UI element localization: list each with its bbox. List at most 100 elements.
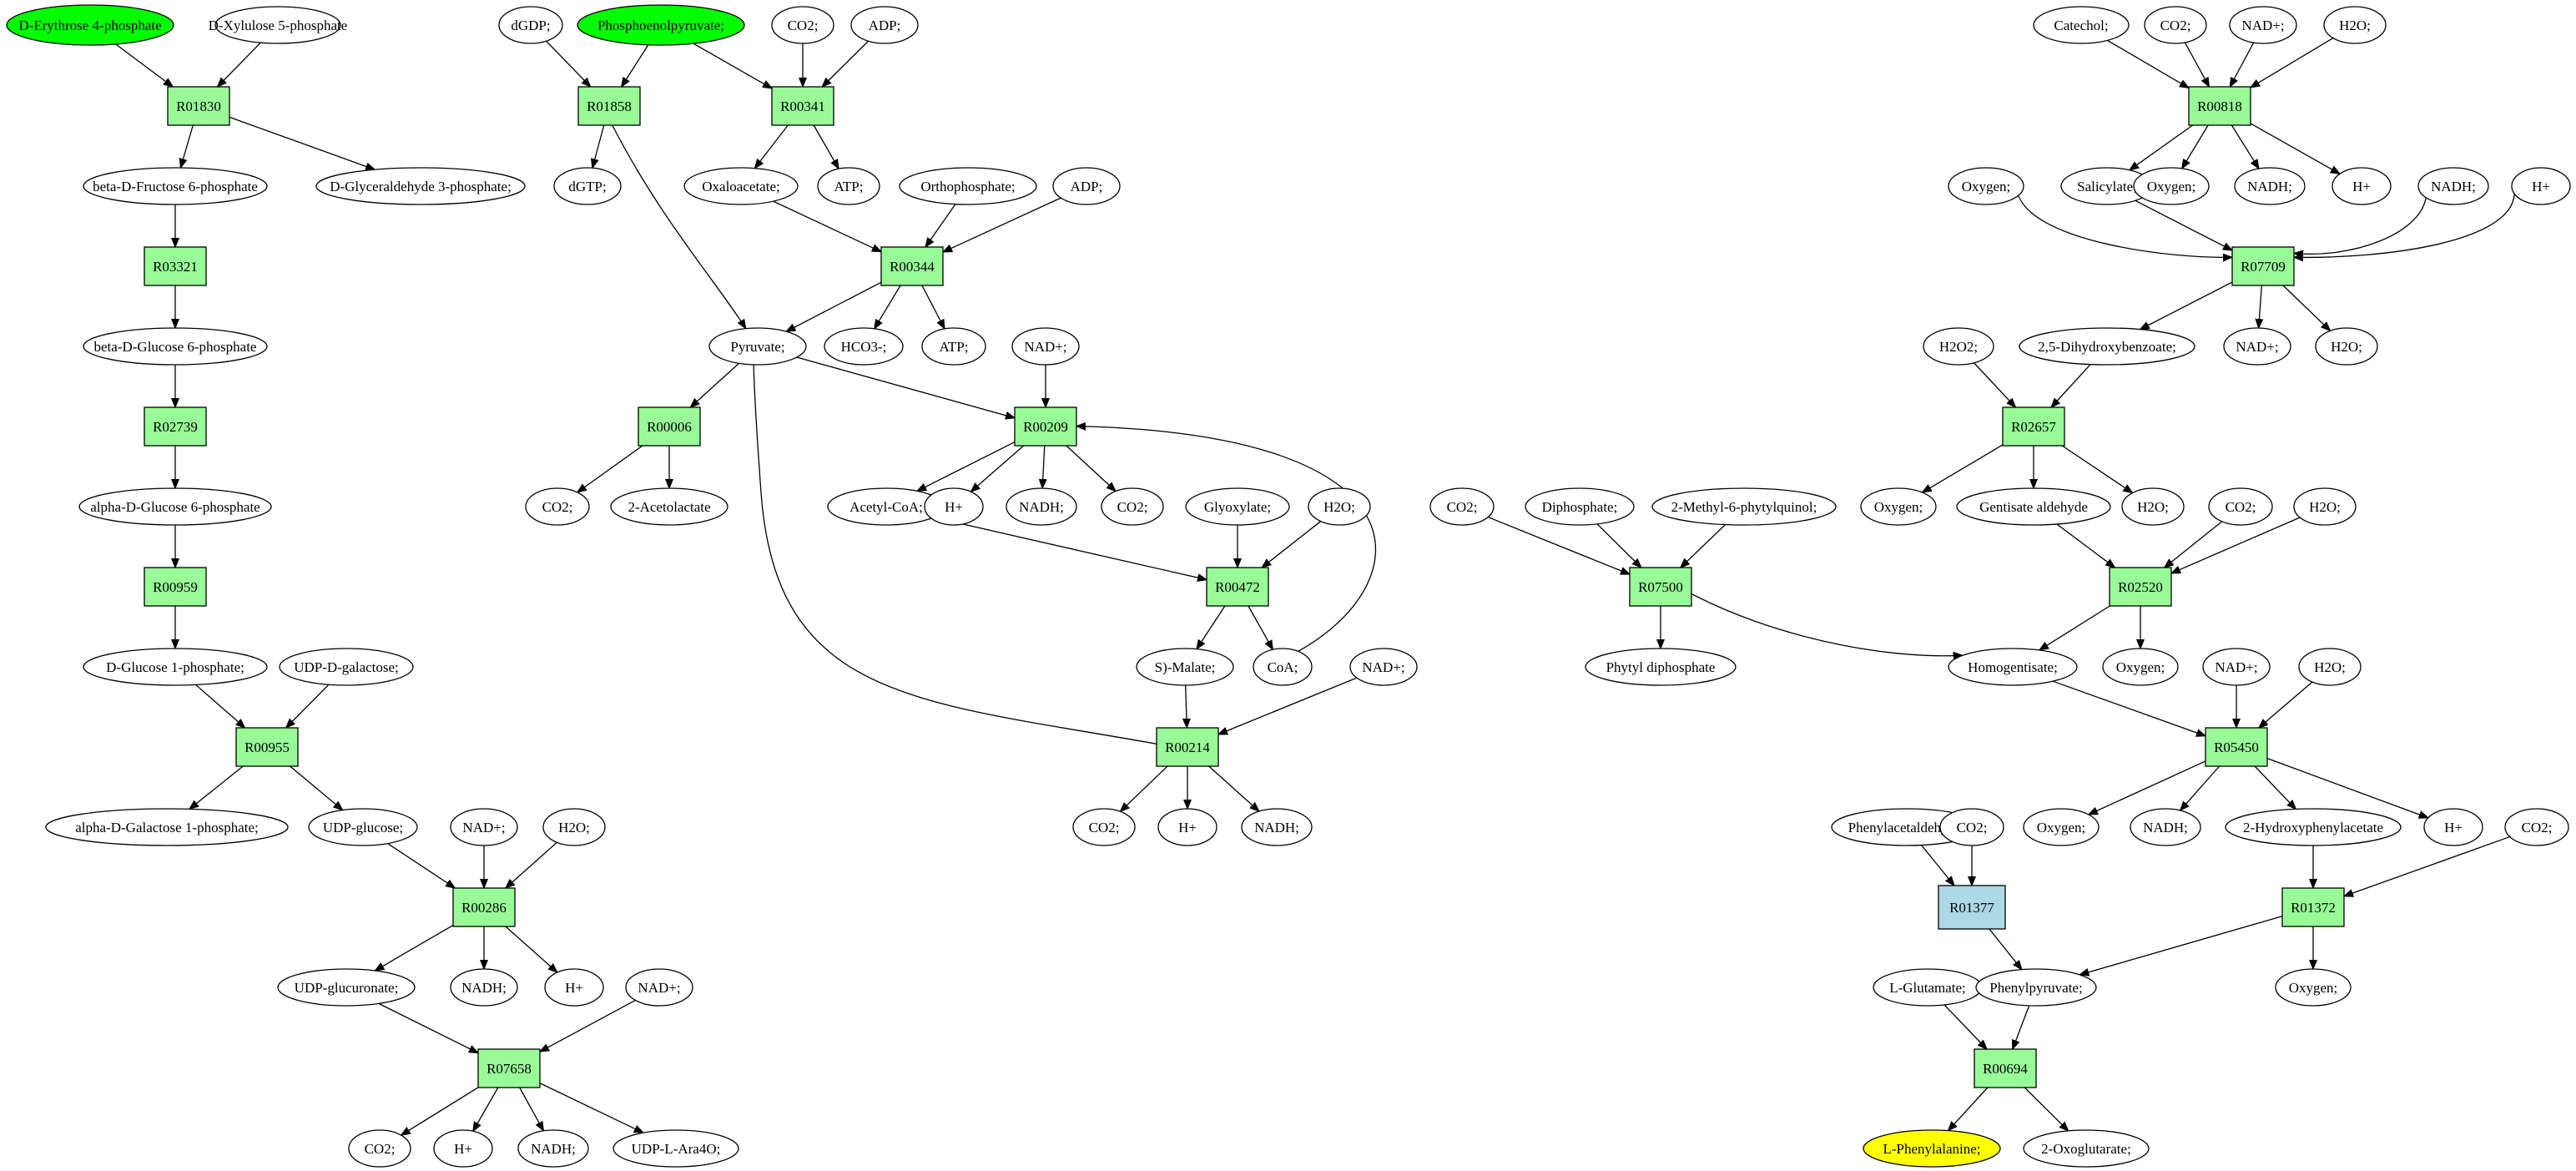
compound-node-m_phytpp[interactable]: Phytyl diphosphate (1585, 648, 1737, 686)
compound-node-m_h_f[interactable]: H+ (2511, 167, 2571, 205)
compound-node-m_nad_f[interactable]: NAD+; (2223, 327, 2291, 366)
compound-node-m_catechol[interactable]: Catechol; (2033, 6, 2130, 44)
compound-node-m_h2o_b[interactable]: H2O; (1308, 487, 1371, 526)
reaction-node-r_R00006[interactable]: R00006 (638, 406, 701, 447)
reaction-node-r_R00286[interactable]: R00286 (452, 887, 516, 927)
compound-node-m_co2_a[interactable]: CO2; (348, 1129, 411, 1168)
compound-node-m_nadh_f[interactable]: NADH; (2417, 167, 2489, 205)
compound-node-m_nadh_d[interactable]: NADH; (1241, 808, 1313, 846)
reaction-node-r_R01830[interactable]: R01830 (167, 86, 230, 126)
reaction-node-r_R02520[interactable]: R02520 (2109, 567, 2172, 607)
compound-node-m_o2_d[interactable]: Oxygen; (2102, 648, 2179, 686)
reaction-node-r_R07500[interactable]: R07500 (1629, 567, 1692, 607)
compound-node-m_co2_b[interactable]: CO2; (771, 6, 834, 44)
compound-node-m_bfru6p[interactable]: beta-D-Fructose 6-phosphate (83, 167, 268, 205)
compound-node-m_co2_g[interactable]: CO2; (2144, 6, 2207, 44)
compound-node-m_udpgal[interactable]: UDP-D-galactose; (279, 648, 414, 686)
compound-node-m_hco3[interactable]: HCO3-; (824, 327, 904, 366)
compound-node-m_o2_f[interactable]: Oxygen; (2275, 968, 2352, 1007)
compound-node-m_atp_a[interactable]: ATP; (817, 167, 880, 205)
reaction-node-r_R00694[interactable]: R00694 (1974, 1048, 2037, 1088)
compound-node-m_nad_a[interactable]: NAD+; (450, 808, 518, 846)
compound-node-m_h_b[interactable]: H+ (433, 1129, 493, 1168)
compound-node-m_oaa[interactable]: Oxaloacetate; (683, 167, 799, 205)
compound-node-m_dgdp[interactable]: dGDP; (498, 6, 563, 44)
compound-node-m_nadh_b[interactable]: NADH; (517, 1129, 589, 1168)
compound-node-m_ppi[interactable]: Diphosphate; (1525, 487, 1635, 526)
compound-node-m_atp_b[interactable]: ATP; (921, 327, 986, 366)
reaction-node-r_R01858[interactable]: R01858 (577, 86, 641, 126)
compound-node-m_aglc6p[interactable]: alpha-D-Glucose 6-phosphate (78, 487, 272, 526)
compound-node-m_nad_d[interactable]: NAD+; (1349, 648, 1418, 686)
compound-node-m_h_a[interactable]: H+ (544, 968, 604, 1007)
reaction-node-r_R05450[interactable]: R05450 (2205, 727, 2268, 767)
compound-node-m_nad_c[interactable]: NAD+; (1011, 327, 1080, 366)
compound-node-m_co2_h[interactable]: CO2; (2208, 487, 2273, 526)
compound-node-m_mpq[interactable]: 2-Methyl-6-phytylquinol; (1651, 487, 1837, 526)
compound-node-m_o2_e[interactable]: Oxygen; (2023, 808, 2100, 846)
compound-node-m_h2o_d[interactable]: H2O; (2315, 327, 2378, 366)
reaction-node-r_R01377[interactable]: R01377 (1938, 885, 2006, 930)
compound-node-m_h2o_a[interactable]: H2O; (542, 808, 606, 846)
compound-node-m_h2o_c[interactable]: H2O; (2323, 6, 2387, 44)
compound-node-m_phpyr[interactable]: Phenylpyruvate; (1975, 968, 2097, 1007)
compound-node-m_dgtp[interactable]: dGTP; (553, 167, 622, 205)
compound-node-m_glc1p[interactable]: D-Glucose 1-phosphate; (83, 648, 268, 686)
compound-node-m_nadh_g[interactable]: NADH; (2130, 808, 2201, 846)
reaction-node-r_R07658[interactable]: R07658 (477, 1048, 541, 1088)
compound-node-m_2hpa[interactable]: 2-Hydroxyphenylacetate (2225, 808, 2402, 846)
reaction-node-r_R00472[interactable]: R00472 (1206, 567, 1269, 607)
compound-node-m_nadh_c[interactable]: NADH; (1006, 487, 1077, 526)
compound-node-m_agal1p[interactable]: alpha-D-Galactose 1-phosphate; (45, 808, 289, 846)
compound-node-m_h2o_f[interactable]: H2O; (2293, 487, 2357, 526)
compound-node-m_udpara[interactable]: UDP-L-Ara4O; (612, 1129, 739, 1168)
compound-node-m_gentald[interactable]: Gentisate aldehyde (1956, 487, 2111, 526)
compound-node-m_co2_c[interactable]: CO2; (525, 487, 590, 526)
compound-node-m_nad_e[interactable]: NAD+; (2229, 6, 2297, 44)
compound-node-m_pyr[interactable]: Pyruvate; (708, 327, 807, 366)
compound-node-m_co2_d[interactable]: CO2; (1101, 487, 1164, 526)
compound-node-m_acetolac[interactable]: 2-Acetolactate (610, 487, 728, 526)
compound-node-m_pep[interactable]: Phosphoenolpyruvate; (577, 4, 745, 46)
compound-node-m_dhb[interactable]: 2,5-Dihydroxybenzoate; (2019, 327, 2195, 366)
compound-node-m_nadh_a[interactable]: NADH; (450, 968, 518, 1007)
reaction-node-r_R00214[interactable]: R00214 (1156, 727, 1219, 767)
compound-node-m_hga[interactable]: Homogentisate; (1948, 648, 2078, 686)
reaction-node-r_R00818[interactable]: R00818 (2188, 86, 2251, 126)
compound-node-m_gap[interactable]: D-Glyceraldehyde 3-phosphate; (315, 167, 526, 205)
compound-node-m_adp_a[interactable]: ADP; (850, 6, 919, 44)
compound-node-m_h_g[interactable]: H+ (2423, 808, 2483, 846)
reaction-node-r_R03321[interactable]: R03321 (144, 246, 207, 286)
reaction-node-r_R02657[interactable]: R02657 (2002, 406, 2065, 447)
compound-node-m_h_e[interactable]: H+ (2332, 167, 2392, 205)
reaction-node-r_R00341[interactable]: R00341 (771, 86, 834, 126)
compound-node-m_bglc6p[interactable]: beta-D-Glucose 6-phosphate (83, 327, 268, 366)
compound-node-m_co2_i[interactable]: CO2; (1939, 808, 2004, 846)
reaction-node-r_R07709[interactable]: R07709 (2231, 246, 2295, 286)
reaction-node-r_R00209[interactable]: R00209 (1014, 406, 1077, 447)
compound-node-m_h2o_g[interactable]: H2O; (2298, 648, 2362, 686)
reaction-node-r_R00955[interactable]: R00955 (235, 727, 299, 767)
compound-node-m_o2_b[interactable]: Oxygen; (2133, 167, 2210, 205)
compound-node-m_x5p[interactable]: D-Xylulose 5-phosphate (209, 6, 348, 44)
compound-node-m_adp_b[interactable]: ADP; (1052, 167, 1121, 205)
compound-node-m_udpglcua[interactable]: UDP-glucuronate; (277, 968, 416, 1007)
compound-node-m_lphe[interactable]: L-Phenylalanine; (1863, 1129, 2001, 1168)
compound-node-m_udpglc[interactable]: UDP-glucose; (308, 808, 418, 846)
compound-node-m_nadh_e[interactable]: NADH; (2234, 167, 2306, 205)
reaction-node-r_R02739[interactable]: R02739 (144, 406, 207, 447)
compound-node-m_lglu[interactable]: L-Glutamate; (1873, 968, 1983, 1007)
compound-node-m_pi[interactable]: Orthophosphate; (899, 167, 1037, 205)
compound-node-m_nad_g[interactable]: NAD+; (2202, 648, 2271, 686)
compound-node-m_sal[interactable]: Salicylate; (2060, 167, 2154, 205)
compound-node-m_coa[interactable]: CoA; (1253, 648, 1313, 686)
compound-node-m_2og[interactable]: 2-Oxoglutarate; (2023, 1129, 2150, 1168)
compound-node-m_o2_c[interactable]: Oxygen; (1860, 487, 1937, 526)
compound-node-m_h2o2[interactable]: H2O2; (1923, 327, 1994, 366)
compound-node-m_e4p[interactable]: D-Erythrose 4-phosphate (6, 4, 174, 46)
compound-node-m_h_d[interactable]: H+ (1157, 808, 1217, 846)
compound-node-m_glyox[interactable]: Glyoxylate; (1185, 487, 1290, 526)
compound-node-m_co2_e[interactable]: CO2; (1072, 808, 1136, 846)
compound-node-m_h_c[interactable]: H+ (924, 487, 984, 526)
compound-node-m_smal[interactable]: S)-Malate; (1136, 648, 1234, 686)
